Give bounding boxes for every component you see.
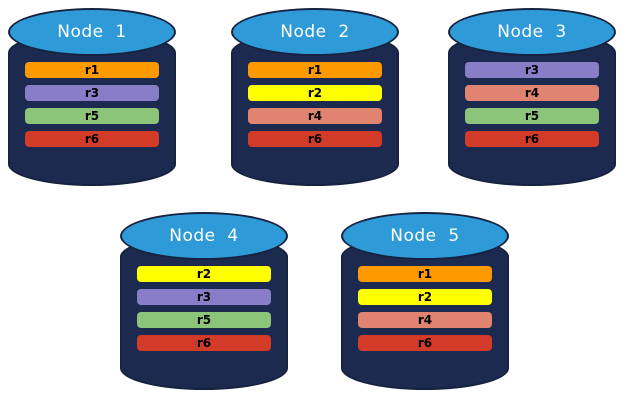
- replica-bar: r1: [358, 266, 492, 282]
- replica-bar: r3: [25, 85, 159, 101]
- replica-bar: r4: [465, 85, 599, 101]
- replica-bar: r6: [248, 131, 382, 147]
- cylinder-top-ellipse: [341, 212, 509, 260]
- replica-bar: r5: [137, 312, 271, 328]
- node-cylinder: Node 2 r1 r2 r4 r6: [231, 8, 403, 190]
- replica-bar: r6: [358, 335, 492, 351]
- replica-bar: r4: [358, 312, 492, 328]
- node-cylinder: Node 1 r1 r3 r5 r6: [8, 8, 180, 190]
- replica-stack: r1 r2 r4 r6: [341, 266, 509, 351]
- replica-bar: r2: [248, 85, 382, 101]
- cylinder-top-ellipse: [120, 212, 288, 260]
- node-cylinder: Node 4 r2 r3 r5 r6: [120, 212, 292, 394]
- replica-bar: r3: [137, 289, 271, 305]
- replica-stack: r1 r3 r5 r6: [8, 62, 176, 147]
- replica-stack: r3 r4 r5 r6: [448, 62, 616, 147]
- node-label: Node 4: [169, 226, 239, 246]
- replica-bar: r5: [25, 108, 159, 124]
- cylinder-top-ellipse: [448, 8, 616, 56]
- replica-stack: r2 r3 r5 r6: [120, 266, 288, 351]
- replica-bar: r1: [25, 62, 159, 78]
- replica-bar: r3: [465, 62, 599, 78]
- node-label: Node 3: [497, 22, 567, 42]
- replica-bar: r4: [248, 108, 382, 124]
- replica-bar: r1: [248, 62, 382, 78]
- cylinder-top-ellipse: [8, 8, 176, 56]
- replica-bar: r2: [358, 289, 492, 305]
- replica-stack: r1 r2 r4 r6: [231, 62, 399, 147]
- node-cylinder: Node 3 r3 r4 r5 r6: [448, 8, 620, 190]
- node-label: Node 2: [280, 22, 350, 42]
- replica-bar: r6: [137, 335, 271, 351]
- cylinder-top-ellipse: [231, 8, 399, 56]
- replica-bar: r5: [465, 108, 599, 124]
- node-label: Node 1: [57, 22, 127, 42]
- node-cylinder: Node 5 r1 r2 r4 r6: [341, 212, 513, 394]
- replica-bar: r6: [465, 131, 599, 147]
- replica-bar: r6: [25, 131, 159, 147]
- replica-bar: r2: [137, 266, 271, 282]
- node-label: Node 5: [390, 226, 460, 246]
